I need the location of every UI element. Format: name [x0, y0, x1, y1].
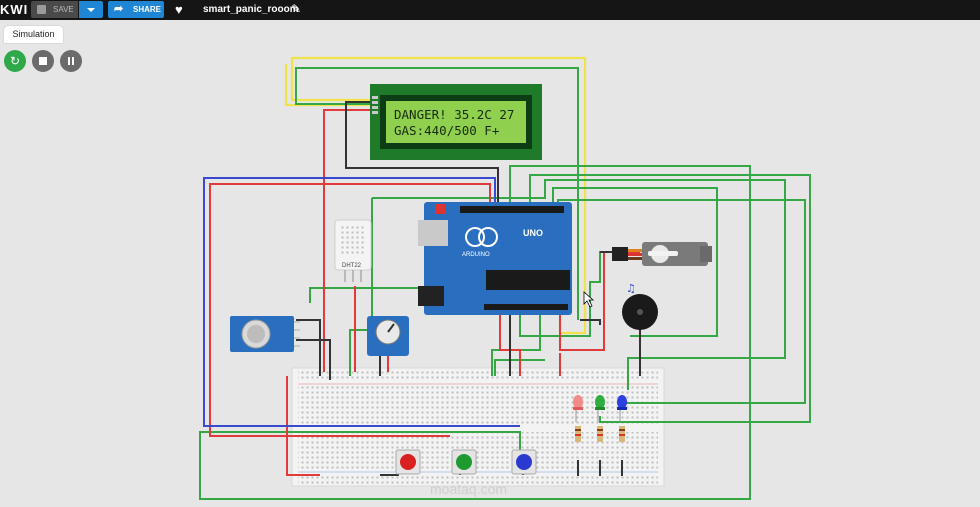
- resistor[interactable]: [597, 426, 603, 442]
- pencil-icon[interactable]: ✎: [291, 2, 302, 16]
- buzzer[interactable]: ♫: [622, 282, 658, 330]
- top-bar: KWI SAVE ➦ SHARE ♥ smart_panic_rooom ✎: [0, 0, 980, 20]
- analog-header: [484, 304, 568, 310]
- led-red[interactable]: [573, 395, 583, 422]
- wires-red: [209, 109, 640, 476]
- led-green[interactable]: [595, 395, 605, 422]
- servo-motor[interactable]: [612, 242, 712, 266]
- dht22-sensor[interactable]: DHT22: [334, 219, 372, 282]
- watermark: moataq.com: [430, 481, 507, 497]
- pushbutton-red[interactable]: [395, 449, 421, 475]
- stop-icon: [39, 57, 47, 65]
- wires-green: [199, 67, 811, 500]
- arduino-model: UNO: [523, 228, 543, 238]
- pushbutton-green[interactable]: [451, 449, 477, 475]
- share-button[interactable]: ➦ SHARE: [108, 1, 164, 18]
- usb-port: [418, 220, 448, 246]
- digital-header: [460, 206, 564, 213]
- potentiometer[interactable]: [367, 316, 409, 356]
- pause-button[interactable]: [60, 50, 82, 72]
- resistor[interactable]: [619, 426, 625, 442]
- gas-sensor[interactable]: [230, 316, 300, 352]
- music-note-icon: ♫: [626, 282, 636, 295]
- atmega-chip: [486, 270, 570, 290]
- stop-button[interactable]: [32, 50, 54, 72]
- reset-button[interactable]: [435, 204, 445, 214]
- lcd-line-1: DANGER! 35.2C 27: [394, 107, 514, 122]
- wires-blue: [203, 177, 520, 427]
- save-dropdown-button[interactable]: [79, 1, 103, 18]
- project-name[interactable]: smart_panic_rooom: [203, 4, 299, 15]
- power-jack: [418, 286, 444, 306]
- wokwi-logo[interactable]: KWI: [0, 2, 29, 17]
- tab-simulation[interactable]: Simulation: [4, 26, 63, 43]
- simulation-canvas[interactable]: DANGER! 35.2C 27 GAS:440/500 F+ ARDUINO …: [0, 20, 980, 507]
- arduino-brand: ARDUINO: [462, 252, 490, 258]
- lcd-display[interactable]: DANGER! 35.2C 27 GAS:440/500 F+: [370, 84, 542, 160]
- arduino-logo-icon: [465, 227, 485, 247]
- mouse-cursor-icon: [583, 291, 595, 308]
- heart-icon[interactable]: ♥: [175, 2, 183, 17]
- pushbutton-blue[interactable]: [511, 449, 537, 475]
- save-button[interactable]: SAVE: [31, 1, 78, 18]
- arduino-uno[interactable]: ARDUINO UNO: [418, 202, 572, 315]
- led-blue[interactable]: [617, 395, 627, 422]
- restart-icon: ↻: [9, 54, 21, 68]
- share-button-label: SHARE: [133, 5, 162, 14]
- share-arrow-icon: ➦: [114, 3, 124, 15]
- resistor[interactable]: [575, 426, 581, 442]
- lcd-pins: [372, 96, 378, 114]
- save-button-label: SAVE: [53, 5, 74, 14]
- floppy-disk-icon: [37, 5, 46, 14]
- dht22-label: DHT22: [342, 263, 362, 269]
- chevron-down-icon: [87, 8, 95, 12]
- restart-button[interactable]: ↻: [4, 50, 26, 72]
- lcd-line-2: GAS:440/500 F+: [394, 123, 499, 138]
